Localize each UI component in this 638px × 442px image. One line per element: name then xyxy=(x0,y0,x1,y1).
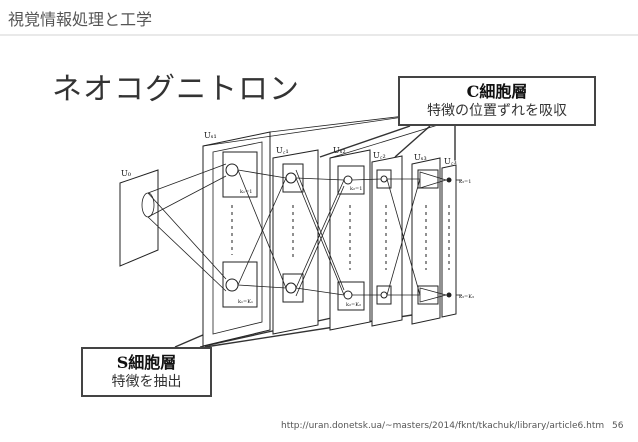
c-cell-layer-heading: C細胞層 xyxy=(466,82,528,101)
cell-label-k1-bottom: k₁=K₁ xyxy=(238,299,253,305)
layer-us3: Uₛ₃ xyxy=(411,153,441,325)
cell-label-k3-bottom: k₃=K₃ xyxy=(459,294,474,300)
layer-label-us3: Uₛ₃ xyxy=(414,153,427,162)
c-cell-layer-callout: C細胞層 特徴の位置ずれを吸収 xyxy=(398,76,596,126)
page-number: 56 xyxy=(612,421,624,431)
s-cell-layer-callout: S細胞層 特徴を抽出 xyxy=(81,347,212,397)
layer-us1: Uₛ₁ k₁=1 k₁=K₁ xyxy=(202,131,271,347)
c-cell-layer-description: 特徴の位置ずれを吸収 xyxy=(427,103,567,119)
cell-label-k3-top: k₃=1 xyxy=(459,179,471,185)
cell-label-k1-top: k₁=1 xyxy=(240,189,252,195)
connections xyxy=(141,111,462,303)
layer-uc1: U꜀₁ xyxy=(272,146,319,335)
slide-title: ネオコグニトロン xyxy=(52,72,300,107)
cell-label-k2-top: k₂=1 xyxy=(350,186,362,192)
layer-label-us1: Uₛ₁ xyxy=(204,131,217,140)
layer-label-us2: Uₛ₂ xyxy=(333,146,346,155)
layer-uc2: U꜀₂ xyxy=(371,151,403,327)
source-url: http://uran.donetsk.ua/~masters/2014/fkn… xyxy=(281,421,605,431)
header-divider xyxy=(0,34,638,36)
layer-uc3: U꜀₃ k₃=1 k₃=K₃ xyxy=(441,157,474,318)
layer-label-uc1: U꜀₁ xyxy=(276,146,289,155)
layer-label-uc3: U꜀₃ xyxy=(444,157,457,166)
layer-label-u0: U₀ xyxy=(121,169,131,178)
header-title: 視覚情報処理と工学 xyxy=(8,10,153,29)
layer-us2: Uₛ₂ k₂=1 k₂=K₂ xyxy=(329,146,371,331)
cell-label-k2-bottom: k₂=K₂ xyxy=(346,302,361,308)
s-cell-layer-description: 特徴を抽出 xyxy=(111,374,182,390)
c-callout-pointers xyxy=(319,125,456,160)
layer-label-uc2: U꜀₂ xyxy=(373,151,386,160)
layer-u0: U₀ xyxy=(119,169,159,267)
s-cell-layer-heading: S細胞層 xyxy=(116,353,177,372)
